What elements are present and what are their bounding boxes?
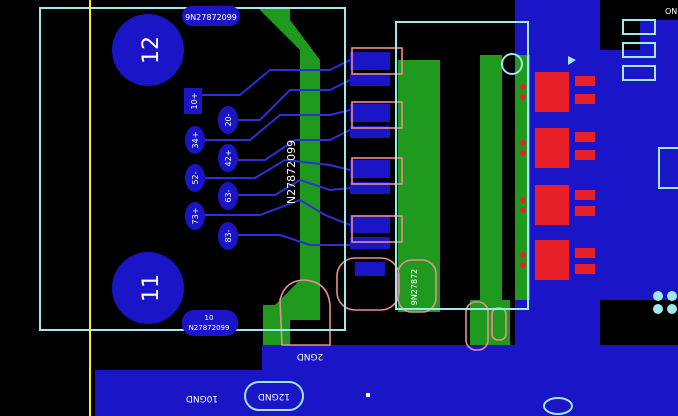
pad-top-label — [182, 6, 240, 26]
plane-cutout-mid — [600, 300, 678, 345]
pad-73plus-label: 73+ — [191, 208, 200, 225]
copper-lower — [470, 300, 510, 345]
bottom-via — [543, 397, 573, 415]
pin-12-label: 12 — [139, 36, 164, 64]
copper-stub — [270, 320, 290, 345]
top-right-label: ON — [665, 7, 677, 16]
smd-pads — [535, 72, 595, 280]
net-10gnd-label: 10GND — [186, 393, 218, 403]
signal-pads — [184, 88, 238, 250]
net-2gnd-label: 2GND — [297, 351, 323, 361]
pin-11-label: 11 — [139, 274, 164, 302]
pin-outlines — [351, 47, 403, 243]
mounting-hole-11 — [112, 252, 184, 324]
gnd-pad-outline — [244, 381, 304, 411]
connector-pins — [350, 52, 390, 276]
signal-traces — [195, 59, 351, 246]
copper-edge — [515, 55, 530, 300]
blue-plane-bottom — [262, 345, 678, 416]
pad-63minus-label: 63- — [224, 189, 233, 202]
top-right-pads — [622, 19, 678, 189]
blue-plane-bottom-left — [95, 370, 265, 416]
copper-left-pour — [238, 8, 320, 345]
copper-pad-block — [398, 260, 440, 312]
pad-bottom-label — [182, 310, 238, 336]
copper-column-right — [480, 55, 502, 310]
part-small-label: 9N27872 — [410, 269, 419, 306]
pad-52minus-label: 52- — [191, 171, 200, 184]
mounting-hole-12 — [112, 14, 184, 86]
pad-83minus-label: 83- — [224, 229, 233, 242]
pad-10plus-label: 10+ — [190, 93, 199, 110]
component-outlines — [279, 257, 507, 351]
via-dots — [520, 84, 526, 268]
part-top-label: 9N27872099 — [185, 13, 237, 22]
tiny-marker — [366, 393, 370, 397]
bottom-right-vias — [653, 291, 677, 314]
plane-cutout-top — [600, 0, 678, 50]
pad-34plus-label: 34+ — [191, 132, 200, 149]
pin-10-label: 10 — [205, 314, 214, 322]
copper-column-left — [398, 60, 440, 260]
pad-20minus-label: 20- — [224, 113, 233, 126]
pin1-marker — [568, 56, 576, 65]
pad-42plus-label: 42+ — [224, 150, 233, 167]
part-bottom-label: N27872099 — [189, 324, 230, 332]
net-12gnd-label: 12GND — [258, 391, 290, 401]
part-vertical-label: N27872099 — [285, 140, 298, 204]
